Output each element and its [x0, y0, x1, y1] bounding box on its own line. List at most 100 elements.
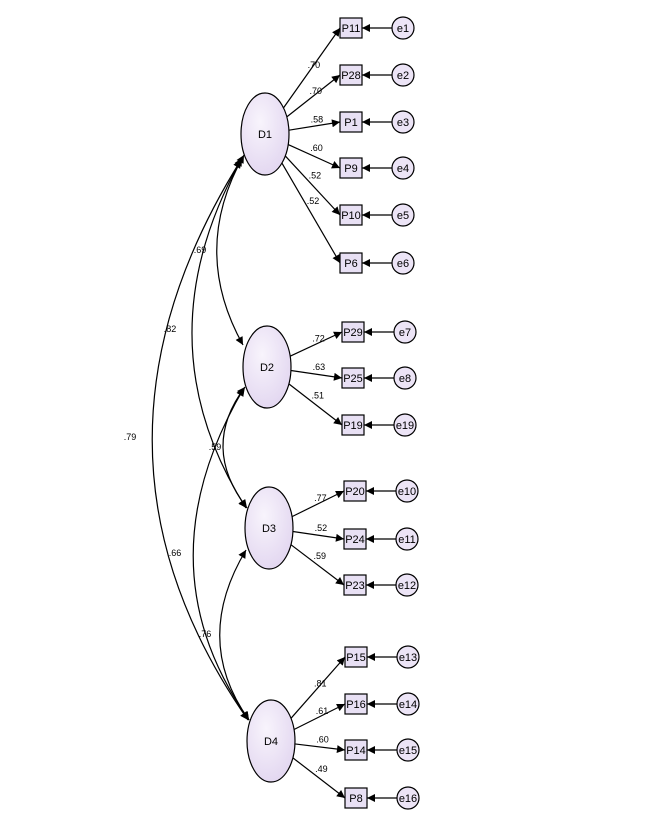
error-term-e5 [391, 203, 415, 227]
error-label-e1: e1 [397, 23, 409, 35]
loading-value-p29: .72 [312, 333, 325, 343]
error-label-e7: e7 [399, 327, 411, 339]
loading-value-p28: .70 [309, 86, 322, 96]
loading-arrow-p8 [292, 757, 346, 799]
error-label-e6: e6 [397, 258, 409, 270]
loading-arrow-p28 [286, 74, 341, 118]
latent-label-d1: D1 [258, 129, 272, 141]
observed-label-p20: P20 [345, 486, 365, 498]
loading-arrow-p11 [283, 27, 341, 109]
covariance-value-d1-d2: .69 [194, 245, 207, 255]
loading-value-p8: .49 [315, 764, 328, 774]
covariance-value-d3-d4: .76 [199, 629, 212, 639]
loading-arrow-p10 [284, 155, 341, 216]
error-label-e11: e11 [398, 534, 416, 546]
error-term-e11 [395, 527, 419, 551]
loading-arrow-p20 [291, 490, 345, 518]
node-layer [240, 16, 420, 810]
observed-variable-p14 [344, 739, 368, 761]
error-term-e3 [391, 110, 415, 134]
covariance-d2-d4 [192, 387, 250, 721]
observed-variable-p28 [339, 64, 363, 86]
observed-variable-p8 [344, 787, 368, 809]
covariance-value-d2-d4: .66 [169, 548, 182, 558]
loading-arrow-p16 [293, 703, 346, 731]
error-term-e4 [391, 156, 415, 180]
error-label-e10: e10 [398, 486, 416, 498]
error-term-e14 [396, 692, 420, 716]
loading-value-p20: .77 [314, 493, 327, 503]
observed-variable-p6 [339, 252, 363, 274]
error-term-e7 [393, 320, 417, 344]
observed-label-p24: P24 [345, 534, 365, 546]
covariance-value-d2-d3: .59 [209, 442, 222, 452]
loading-arrow-p1 [288, 119, 341, 131]
loading-value-p1: .58 [311, 114, 324, 124]
observed-label-p29: P29 [343, 327, 363, 339]
covariance-d1-d2 [216, 154, 245, 346]
observed-variable-p19 [341, 414, 365, 436]
error-term-e6 [391, 251, 415, 275]
observed-label-p19: P19 [343, 420, 363, 432]
observed-label-p6: P6 [344, 258, 357, 270]
observed-label-p15: P15 [346, 652, 366, 664]
latent-factor-d3 [244, 486, 294, 570]
covariance-layer [151, 154, 250, 721]
observed-label-p11: P11 [342, 23, 361, 35]
observed-variable-p15 [344, 646, 368, 668]
covariance-d1-d3 [191, 157, 247, 509]
observed-variable-p20 [343, 480, 367, 502]
latent-factor-d1 [240, 92, 290, 176]
observed-label-p8: P8 [349, 793, 362, 805]
loading-value-p11: .70 [308, 60, 321, 70]
covariance-d3-d4 [219, 549, 250, 721]
covariance-value-d1-d3: .82 [164, 324, 177, 334]
error-term-e15 [396, 738, 420, 762]
loading-arrow-p19 [288, 383, 343, 426]
error-term-e10 [395, 479, 419, 503]
observed-variable-p25 [341, 367, 365, 389]
covariance-d1-d4 [151, 159, 249, 721]
error-term-e19 [393, 413, 417, 437]
observed-variable-p29 [341, 321, 365, 343]
observed-variable-p23 [343, 574, 367, 596]
error-label-e16: e16 [399, 793, 417, 805]
error-label-e14: e14 [399, 699, 417, 711]
loading-value-p16: .61 [316, 706, 329, 716]
observed-label-p10: P10 [341, 210, 361, 222]
error-label-e19: e19 [396, 420, 414, 432]
error-label-e13: e13 [399, 652, 417, 664]
latent-factor-d2 [242, 325, 292, 409]
loading-value-p19: .51 [312, 390, 325, 400]
error-label-e5: e5 [397, 210, 409, 222]
observed-label-p1: P1 [344, 117, 357, 129]
observed-label-p9: P9 [344, 163, 357, 175]
loading-arrow-p25 [290, 369, 343, 381]
error-label-e2: e2 [397, 70, 409, 82]
error-label-e15: e15 [399, 745, 417, 757]
loading-value-p14: .60 [316, 735, 329, 745]
latent-factor-d4 [246, 699, 296, 783]
error-term-e12 [395, 573, 419, 597]
loading-value-p25: .63 [313, 362, 326, 372]
observed-label-p23: P23 [345, 580, 365, 592]
loading-arrow-p24 [292, 530, 345, 542]
loading-arrow-p29 [289, 331, 343, 357]
error-term-e13 [396, 645, 420, 669]
observed-label-p16: P16 [346, 699, 366, 711]
loading-arrow-p14 [294, 743, 346, 754]
error-label-e3: e3 [397, 117, 409, 129]
error-term-e16 [396, 786, 420, 810]
loading-arrow-p23 [290, 544, 345, 586]
error-term-e8 [393, 366, 417, 390]
observed-label-p25: P25 [343, 373, 363, 385]
observed-variable-p10 [339, 204, 363, 226]
observed-label-p28: P28 [341, 70, 361, 82]
observed-variable-p16 [344, 693, 368, 715]
error-label-e12: e12 [398, 580, 416, 592]
latent-label-d3: D3 [262, 523, 276, 535]
loading-path-layer [281, 24, 397, 802]
observed-label-p14: P14 [346, 745, 366, 757]
